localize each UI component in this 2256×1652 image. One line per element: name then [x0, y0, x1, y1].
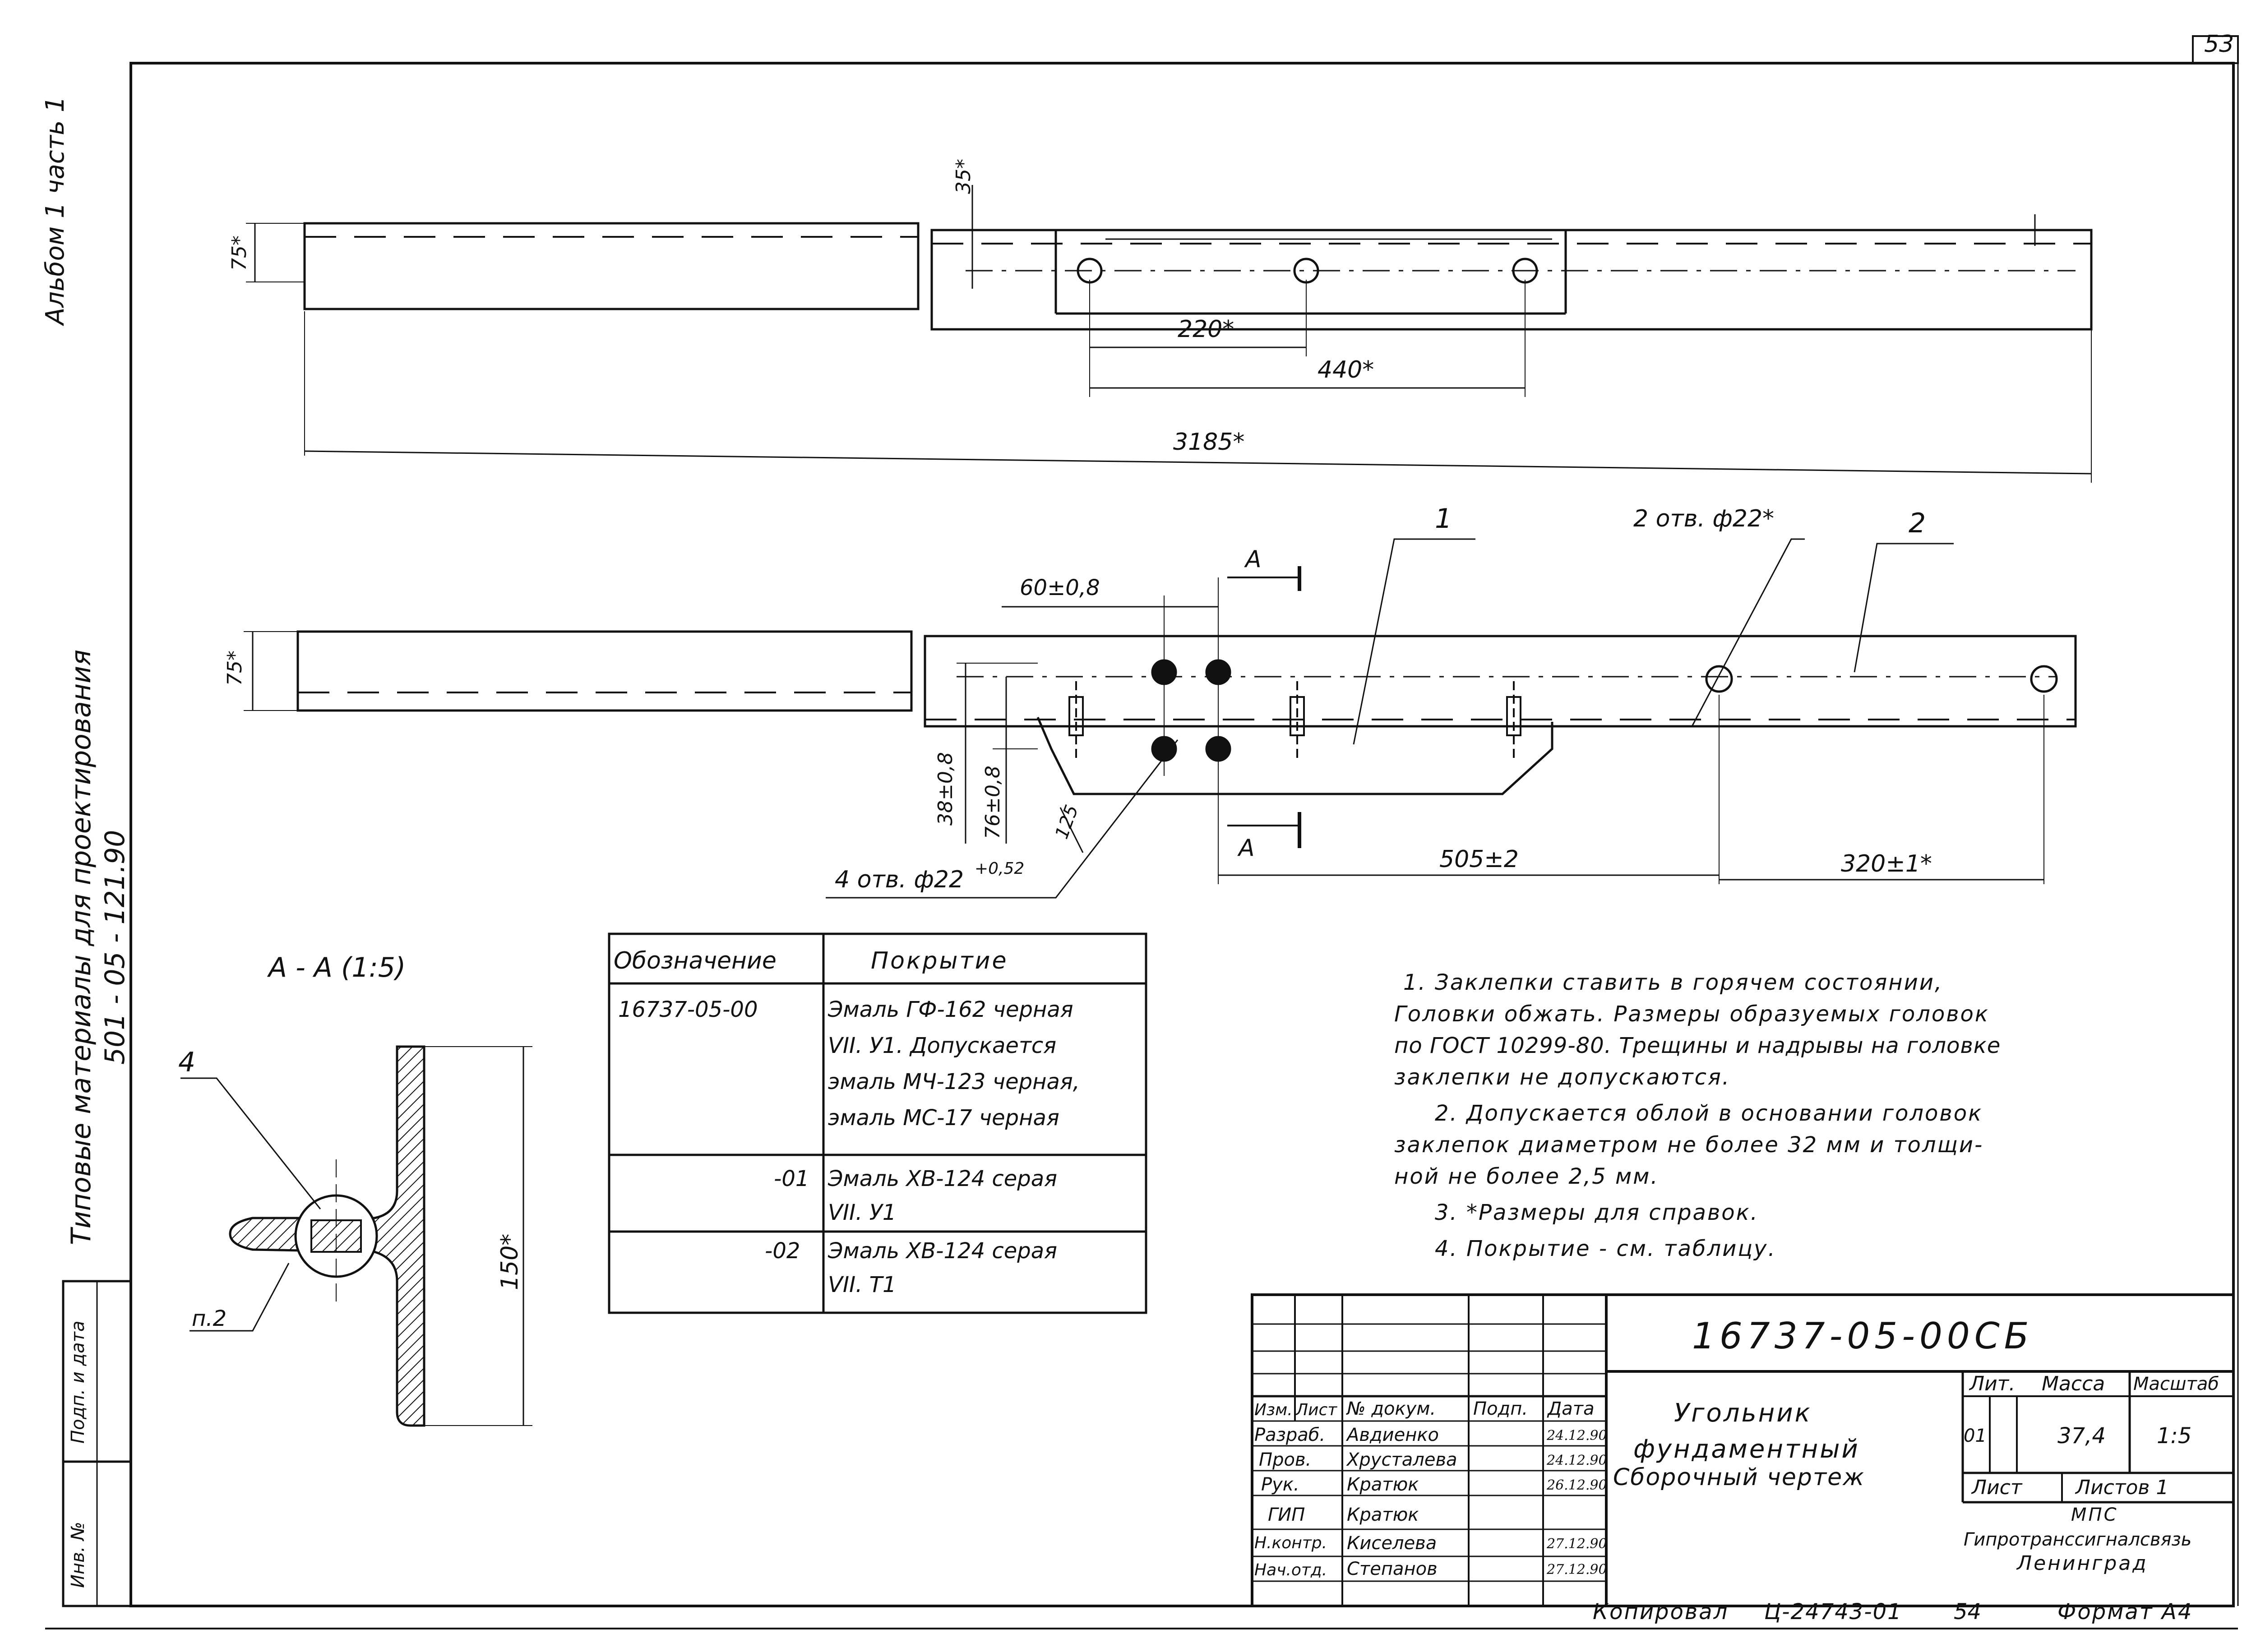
scale-value: 1:5	[2157, 1423, 2192, 1449]
callout-2: 2	[1909, 508, 1926, 539]
sign-date: 27.12.90	[1547, 1562, 1607, 1578]
title-block-grid	[1251, 1293, 2235, 1607]
org-ministry: МПС	[2071, 1504, 2118, 1525]
table-row-line: Эмаль ХВ-124 серая	[828, 1166, 1058, 1191]
sign-date: 24.12.90	[1547, 1428, 1607, 1444]
part-name-line: Сборочный чертеж	[1613, 1464, 1865, 1491]
dim-top-height: 75*	[228, 235, 251, 271]
copied-code: Ц-24743-01	[1764, 1599, 1902, 1624]
mass-value: 37,4	[2057, 1423, 2106, 1449]
dim-220: 220*	[1178, 316, 1234, 343]
note-line: заклепки не допускаются.	[1394, 1065, 1731, 1090]
coating-table-grid	[608, 932, 1147, 1314]
section-mark-bottom: A	[1239, 835, 1255, 862]
table-row-line: эмаль МС-17 черная	[828, 1105, 1059, 1131]
head-data: Дата	[1548, 1398, 1595, 1419]
org-city: Ленинград	[2017, 1552, 2148, 1575]
format-label: Формат А4	[2057, 1599, 2193, 1624]
front-view	[244, 538, 2077, 899]
note-line: заклепок диаметром не более 32 мм и толщ…	[1394, 1132, 1984, 1158]
role-label: Рук.	[1261, 1474, 1299, 1495]
dim-60: 60±0,8	[1020, 575, 1100, 600]
section-view	[180, 1045, 532, 1427]
note-line: Головки обжать. Размеры образуемых голов…	[1394, 1001, 1989, 1027]
holes-2x22: 2 отв. ф22*	[1633, 505, 1775, 532]
dim-150: 150*	[496, 1233, 523, 1290]
lit-value: 01	[1964, 1426, 1987, 1446]
dim-76: 76±0,8	[981, 766, 1004, 839]
part-name-line: Угольник	[1674, 1398, 1812, 1428]
inv-label: Инв. №	[68, 1522, 88, 1588]
head-podp: Подп.	[1473, 1398, 1528, 1419]
document-code: 16737-05-00СБ	[1692, 1315, 2034, 1357]
part-name-line: фундаментный	[1633, 1435, 1860, 1464]
role-label: Разраб.	[1254, 1425, 1326, 1445]
table-header-coating: Покрытие	[871, 947, 1008, 974]
table-row-line: Эмаль ГФ-162 черная	[828, 997, 1073, 1022]
head-izm: Изм.	[1254, 1401, 1293, 1419]
scale-label: Масштаб	[2133, 1374, 2219, 1394]
frame	[45, 35, 2239, 1629]
sign-date: 26.12.90	[1547, 1477, 1607, 1493]
table-row-line: VII. У1	[828, 1200, 897, 1225]
callout-4: 4	[178, 1047, 196, 1078]
table-header-designation: Обозначение	[614, 947, 777, 974]
table-row-code: -01	[774, 1166, 809, 1191]
dim-38: 38±0,8	[934, 752, 957, 826]
dim-440: 440*	[1318, 356, 1374, 383]
note-line: 1. Заклепки ставить в горячем состоянии,	[1403, 970, 1943, 995]
org-institute: Гипротранссигналсвязь	[1964, 1529, 2192, 1550]
head-list: Лист	[1296, 1401, 1337, 1419]
mass-label: Масса	[2042, 1372, 2105, 1395]
sheet-number: 53	[2204, 31, 2234, 58]
role-label: Нач.отд.	[1254, 1561, 1327, 1579]
dim-505: 505±2	[1439, 846, 1519, 873]
sheets-label: Листов 1	[2076, 1476, 2169, 1499]
note-line: ной не более 2,5 мм.	[1394, 1164, 1659, 1189]
sheet-label: Лист	[1972, 1476, 2022, 1499]
copied-number: 54	[1954, 1599, 1982, 1624]
table-row-line: Эмаль ХВ-124 серая	[828, 1238, 1058, 1264]
table-row-code: 16737-05-00	[618, 997, 758, 1022]
sign-date: 27.12.90	[1547, 1536, 1607, 1552]
table-row-line: VII. У1. Допускается	[828, 1033, 1057, 1058]
callout-p2: п.2	[192, 1306, 227, 1331]
role-label: ГИП	[1268, 1504, 1305, 1525]
dim-35: 35*	[952, 159, 975, 194]
callout-1: 1	[1435, 503, 1452, 535]
top-view	[246, 185, 2093, 483]
person-name: Хрусталева	[1347, 1449, 1457, 1470]
sign-date: 24.12.90	[1547, 1453, 1607, 1468]
sign-date-label: Подп. и дата	[68, 1320, 88, 1444]
note-line: 3. *Размеры для справок.	[1435, 1200, 1759, 1225]
dim-320: 320±1*	[1841, 850, 1932, 877]
section-mark-top: A	[1245, 546, 1262, 573]
table-row-line: VII. Т1	[828, 1272, 897, 1297]
head-dokum: № докум.	[1347, 1398, 1436, 1419]
person-name: Кратюк	[1347, 1504, 1419, 1525]
section-title: А - А (1:5)	[268, 952, 406, 983]
person-name: Кратюк	[1347, 1474, 1419, 1495]
role-label: Н.контр.	[1254, 1534, 1327, 1552]
table-row-code: -02	[765, 1238, 800, 1264]
dim-3185: 3185*	[1173, 429, 1245, 456]
series-code: 501 - 05 - 121.90	[99, 830, 131, 1065]
dim-front-height: 75*	[223, 651, 246, 686]
series-title: Типовые материалы для проектирования	[65, 649, 97, 1245]
copied-label: Копировал	[1593, 1599, 1729, 1624]
person-name: Киселева	[1347, 1533, 1437, 1554]
person-name: Степанов	[1347, 1559, 1438, 1579]
holes-4x22-tolerance: +0,52	[975, 859, 1025, 878]
note-line: 4. Покрытие - см. таблицу.	[1435, 1236, 1776, 1261]
note-line: по ГОСТ 10299-80. Трещины и надрывы на г…	[1394, 1033, 2001, 1058]
person-name: Авдиенко	[1347, 1425, 1439, 1445]
lit-label: Лит.	[1969, 1372, 2016, 1395]
table-row-line: эмаль МЧ-123 черная,	[828, 1069, 1080, 1094]
role-label: Пров.	[1259, 1449, 1312, 1470]
album-label: Альбом 1 часть 1	[41, 96, 70, 325]
note-line: 2. Допускается облой в основании головок	[1435, 1101, 1983, 1126]
holes-4x22: 4 отв. ф22	[835, 866, 964, 893]
